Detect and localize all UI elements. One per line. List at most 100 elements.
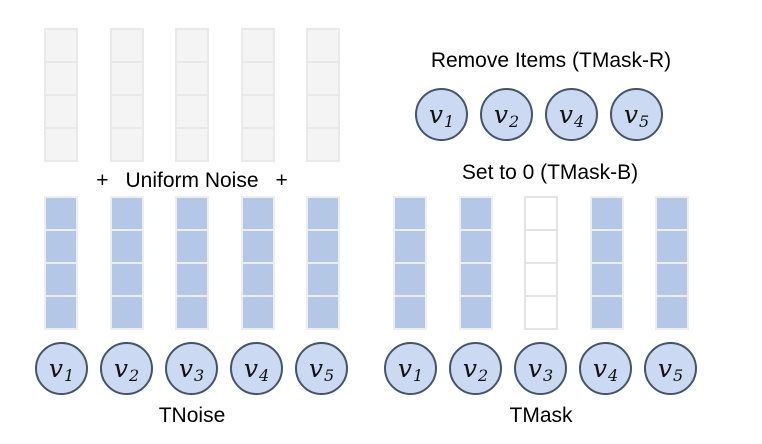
node-subscript: 1 (63, 365, 75, 385)
vector-cell-filled (395, 264, 425, 295)
vector-cell-filled (657, 231, 687, 262)
vector-cell-filled (177, 297, 207, 328)
vector-cell-filled (591, 297, 622, 328)
vector-cell-filled (242, 198, 273, 229)
vector-cell-noise (46, 96, 76, 127)
vector-column-noise (175, 28, 209, 162)
vector-cell-filled (46, 231, 76, 262)
vector-cell-noise (46, 63, 76, 94)
vector-cell-filled (111, 198, 142, 229)
node-symbol: v (308, 354, 323, 383)
vector-cell-filled (460, 198, 491, 229)
vector-column-filled (240, 196, 275, 330)
vector-column-noise (240, 28, 275, 162)
vector-column-noise (306, 28, 340, 162)
vector-cell-filled (308, 198, 338, 229)
node-subscript: 5 (638, 111, 650, 131)
vector-cell-noise (46, 30, 76, 61)
vector-cell-noise (308, 30, 338, 61)
vector-column-filled (44, 196, 78, 330)
vector-cell-noise (46, 129, 76, 160)
node-symbol: v (592, 354, 607, 383)
tnoise-value-vector-row (44, 196, 340, 330)
vector-cell-filled (308, 231, 338, 262)
vector-cell-filled (46, 264, 76, 295)
node-subscript: 5 (323, 365, 335, 385)
plus-sign-right: + (275, 169, 288, 192)
node-subscript: 4 (607, 365, 619, 385)
vector-cell-noise (111, 96, 142, 127)
node-subscript: 3 (193, 365, 205, 385)
node-symbol: v (243, 354, 258, 383)
uniform-noise-line: + Uniform Noise + (44, 166, 340, 196)
tmask-caption: TMask (509, 404, 573, 427)
vector-column-noise (44, 28, 78, 162)
vector-cell-masked (526, 231, 556, 262)
vector-cell-noise (177, 30, 207, 61)
node-symbol: v (623, 100, 638, 129)
node-symbol: v (527, 354, 542, 383)
vector-cell-noise (111, 30, 142, 61)
vector-cell-filled (657, 264, 687, 295)
vector-cell-filled (46, 198, 76, 229)
node-subscript: 1 (443, 111, 455, 131)
node-subscript: 2 (508, 111, 520, 131)
node-symbol: v (397, 354, 412, 383)
vector-cell-filled (177, 264, 207, 295)
vector-cell-filled (177, 198, 207, 229)
vector-cell-filled (242, 231, 273, 262)
node-symbol: v (428, 100, 443, 129)
node-subscript: 4 (258, 365, 270, 385)
vector-cell-filled (591, 264, 622, 295)
vector-cell-filled (308, 264, 338, 295)
vector-cell-noise (242, 96, 273, 127)
node-subscript: 5 (672, 365, 684, 385)
vector-cell-noise (308, 129, 338, 160)
vector-cell-filled (657, 198, 687, 229)
vector-cell-filled (111, 231, 142, 262)
vector-cell-filled (395, 297, 425, 328)
vector-cell-filled (591, 198, 622, 229)
node-subscript: 2 (128, 365, 140, 385)
vector-column-filled (655, 196, 689, 330)
node-symbol: v (462, 354, 477, 383)
vector-column-filled (458, 196, 493, 330)
node-subscript: 2 (477, 365, 489, 385)
node-symbol: v (657, 354, 672, 383)
vector-cell-masked (526, 297, 556, 328)
vector-cell-filled (46, 297, 76, 328)
node-subscript: 4 (573, 111, 585, 131)
vector-column-filled (393, 196, 427, 330)
vector-cell-filled (242, 264, 273, 295)
vector-cell-noise (177, 129, 207, 160)
vector-cell-filled (460, 231, 491, 262)
vector-cell-noise (111, 63, 142, 94)
vector-column-noise (109, 28, 144, 162)
vector-cell-filled (657, 297, 687, 328)
vector-cell-filled (395, 198, 425, 229)
vector-cell-filled (111, 297, 142, 328)
vector-column-filled (589, 196, 624, 330)
vector-cell-filled (177, 231, 207, 262)
remove-items-label: Remove Items (TMask-R) (430, 49, 672, 72)
vector-column-filled (306, 196, 340, 330)
vector-column-filled (109, 196, 144, 330)
vector-cell-filled (460, 297, 491, 328)
vector-cell-filled (242, 297, 273, 328)
vector-cell-noise (177, 63, 207, 94)
tnoise-caption: TNoise (158, 404, 226, 427)
tnoise-noise-vector-row (44, 28, 340, 162)
